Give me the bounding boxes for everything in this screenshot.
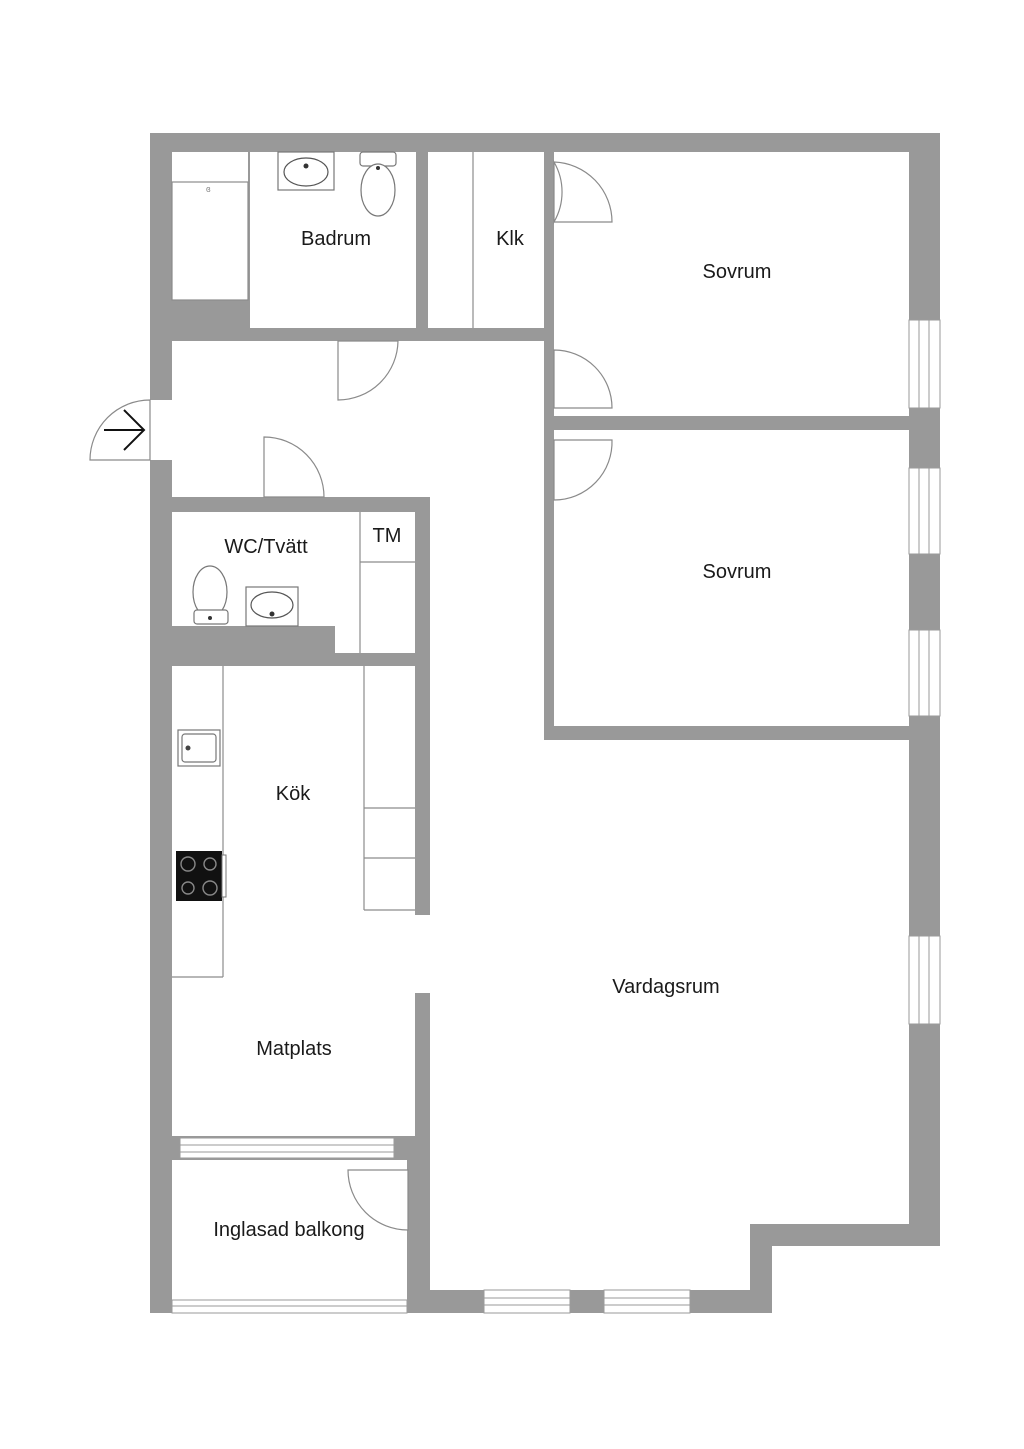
label-tm: TM bbox=[373, 525, 402, 547]
toilet-icon bbox=[192, 565, 229, 625]
bathtub-icon: ɞ bbox=[171, 181, 249, 301]
label-sovrum-2: Sovrum bbox=[703, 561, 772, 583]
label-badrum: Badrum bbox=[301, 228, 371, 250]
door-sovrum-2 bbox=[553, 439, 613, 501]
door-wc bbox=[263, 436, 325, 498]
sink-icon bbox=[245, 586, 299, 627]
sink-icon bbox=[277, 151, 335, 191]
label-matplats: Matplats bbox=[256, 1038, 332, 1060]
toilet-icon bbox=[359, 151, 397, 217]
label-inglasad-balkong: Inglasad balkong bbox=[213, 1219, 364, 1241]
sink-icon bbox=[177, 729, 221, 767]
doors bbox=[89, 159, 613, 1231]
stove-icon bbox=[176, 851, 227, 901]
kitchen-counter bbox=[172, 666, 415, 978]
window-vardagsrum-east bbox=[908, 935, 941, 1025]
label-wc-tvatt: WC/Tvätt bbox=[224, 536, 308, 558]
door-sovrum-1 bbox=[553, 349, 613, 409]
window-vardagsrum-south-1 bbox=[483, 1289, 571, 1314]
window-sovrum-1 bbox=[908, 319, 941, 409]
entrance-arrow-icon bbox=[104, 409, 146, 451]
label-kok: Kök bbox=[276, 783, 311, 805]
door-balcony bbox=[347, 1169, 409, 1231]
window-sovrum-2a bbox=[908, 467, 941, 555]
label-klk: Klk bbox=[496, 228, 525, 250]
tm-cabinet bbox=[359, 512, 415, 653]
label-vardagsrum: Vardagsrum bbox=[612, 976, 719, 998]
door-sovrum-1-top bbox=[553, 159, 613, 225]
label-sovrum-1: Sovrum bbox=[703, 261, 772, 283]
svg-text:ɞ: ɞ bbox=[206, 184, 211, 194]
interior-walls bbox=[172, 152, 909, 1313]
door-badrum bbox=[337, 340, 399, 401]
window-matplats-balcony bbox=[179, 1137, 395, 1159]
window-vardagsrum-south-2 bbox=[603, 1289, 691, 1314]
window-sovrum-2b bbox=[908, 629, 941, 717]
windows bbox=[171, 319, 941, 1314]
room-labels: Badrum Klk Sovrum WC/Tvätt TM Sovrum Kök… bbox=[213, 228, 771, 1241]
